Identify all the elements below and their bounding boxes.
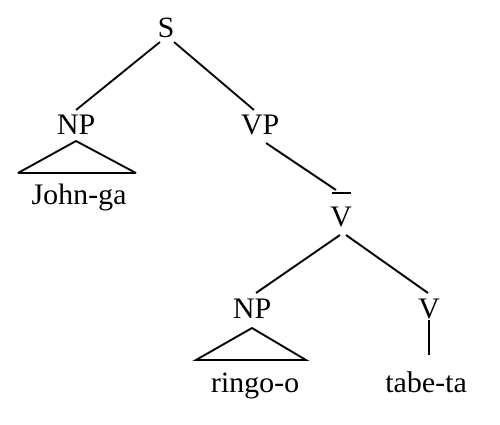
object-np-triangle [192,326,310,361]
edge-s-vp [173,41,255,111]
node-vbar: V [330,200,352,233]
leaf-john-ga: John-ga [32,178,127,211]
node-subject-np: NP [57,108,95,141]
subject-np-triangle [17,139,137,174]
edge-vbar-np [255,234,341,294]
edge-vp-vbar [265,142,337,191]
leaf-tabe-ta: tabe-ta [385,366,467,399]
node-vp: VP [241,108,279,141]
node-s: S [158,11,175,44]
node-object-np: NP [233,292,271,325]
edge-vbar-v [345,234,429,294]
edge-s-np [75,41,161,111]
leaf-ringo-o: ringo-o [211,366,299,399]
node-verb: V [418,292,440,325]
